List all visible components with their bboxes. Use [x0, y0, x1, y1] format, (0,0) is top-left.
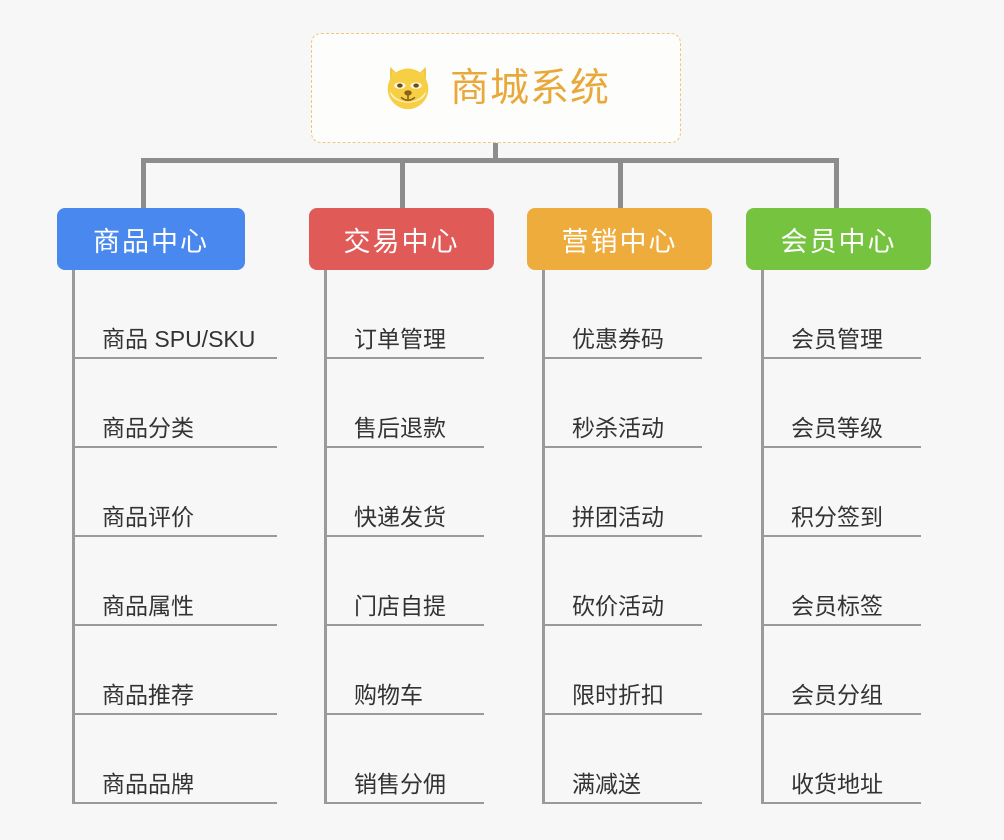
leaf-label: 会员等级	[791, 415, 883, 441]
category-card-3[interactable]: 会员中心	[746, 208, 931, 270]
category-title-1: 交易中心	[343, 226, 460, 257]
leaf-label: 门店自提	[354, 593, 446, 619]
leaf-item[interactable]: 秒杀活动	[542, 359, 702, 448]
leaf-label: 收货地址	[791, 771, 883, 797]
leaf-item[interactable]: 商品品牌	[72, 715, 277, 804]
leaf-item[interactable]: 商品评价	[72, 448, 277, 537]
leaf-item[interactable]: 购物车	[324, 626, 484, 715]
branch-product-center: 商品中心 商品 SPU/SKU 商品分类 商品评价 商品属性 商品推荐 商品品牌	[57, 208, 277, 804]
leaf-label: 拼团活动	[572, 504, 664, 530]
leaf-list-0: 商品 SPU/SKU 商品分类 商品评价 商品属性 商品推荐 商品品牌	[57, 270, 277, 804]
leaf-label: 商品评价	[102, 504, 194, 530]
leaf-item[interactable]: 订单管理	[324, 270, 484, 359]
branch-trade-center: 交易中心 订单管理 售后退款 快递发货 门店自提 购物车 销售分佣	[309, 208, 494, 804]
connector-bar	[141, 158, 839, 163]
branch-trunk-3	[761, 270, 764, 804]
leaf-item[interactable]: 会员分组	[761, 626, 921, 715]
connector-drop-3	[834, 158, 839, 210]
leaf-item[interactable]: 收货地址	[761, 715, 921, 804]
category-card-1[interactable]: 交易中心	[309, 208, 494, 270]
leaf-label: 秒杀活动	[572, 415, 664, 441]
branch-trunk-1	[324, 270, 327, 804]
leaf-label: 会员管理	[791, 326, 883, 352]
connector-drop-0	[141, 158, 146, 210]
shiba-dog-face-icon	[387, 66, 429, 110]
branch-trunk-0	[72, 270, 75, 804]
category-title-3: 会员中心	[780, 226, 897, 257]
leaf-item[interactable]: 商品 SPU/SKU	[72, 270, 277, 359]
leaf-label: 满减送	[572, 771, 641, 797]
leaf-item[interactable]: 优惠券码	[542, 270, 702, 359]
root-node[interactable]: 商城系统	[311, 33, 681, 143]
leaf-label: 商品分类	[102, 415, 194, 441]
leaf-label: 会员标签	[791, 593, 883, 619]
category-title-2: 营销中心	[561, 226, 678, 257]
branch-trunk-2	[542, 270, 545, 804]
leaf-label: 积分签到	[791, 504, 883, 530]
leaf-label: 购物车	[354, 682, 423, 708]
leaf-item[interactable]: 销售分佣	[324, 715, 484, 804]
leaf-label: 快递发货	[354, 504, 446, 530]
leaf-list-2: 优惠券码 秒杀活动 拼团活动 砍价活动 限时折扣 满减送	[527, 270, 712, 804]
connector-drop-1	[400, 158, 405, 210]
leaf-item[interactable]: 积分签到	[761, 448, 921, 537]
leaf-label: 售后退款	[354, 415, 446, 441]
leaf-item[interactable]: 满减送	[542, 715, 702, 804]
leaf-label: 砍价活动	[572, 593, 664, 619]
leaf-item[interactable]: 门店自提	[324, 537, 484, 626]
leaf-label: 商品属性	[102, 593, 194, 619]
leaf-label: 商品 SPU/SKU	[102, 326, 256, 352]
leaf-item[interactable]: 限时折扣	[542, 626, 702, 715]
category-title-0: 商品中心	[93, 226, 209, 257]
leaf-label: 销售分佣	[354, 771, 446, 797]
connector-stem	[493, 143, 498, 162]
leaf-list-3: 会员管理 会员等级 积分签到 会员标签 会员分组 收货地址	[746, 270, 931, 804]
leaf-item[interactable]: 快递发货	[324, 448, 484, 537]
leaf-item[interactable]: 砍价活动	[542, 537, 702, 626]
leaf-item[interactable]: 会员标签	[761, 537, 921, 626]
leaf-item[interactable]: 商品属性	[72, 537, 277, 626]
leaf-item[interactable]: 会员管理	[761, 270, 921, 359]
leaf-label: 限时折扣	[572, 682, 664, 708]
leaf-label: 商品推荐	[102, 682, 194, 708]
leaf-label: 订单管理	[354, 326, 446, 352]
leaf-item[interactable]: 商品推荐	[72, 626, 277, 715]
leaf-item[interactable]: 商品分类	[72, 359, 277, 448]
leaf-item[interactable]: 售后退款	[324, 359, 484, 448]
leaf-item[interactable]: 拼团活动	[542, 448, 702, 537]
leaf-item[interactable]: 会员等级	[761, 359, 921, 448]
category-card-0[interactable]: 商品中心	[57, 208, 245, 270]
root-title: 商城系统	[449, 66, 610, 110]
leaf-list-1: 订单管理 售后退款 快递发货 门店自提 购物车 销售分佣	[309, 270, 494, 804]
branch-member-center: 会员中心 会员管理 会员等级 积分签到 会员标签 会员分组 收货地址	[746, 208, 931, 804]
branch-marketing-center: 营销中心 优惠券码 秒杀活动 拼团活动 砍价活动 限时折扣 满减送	[527, 208, 712, 804]
leaf-label: 商品品牌	[102, 771, 194, 797]
leaf-label: 会员分组	[791, 682, 883, 708]
leaf-label: 优惠券码	[572, 326, 664, 352]
category-card-2[interactable]: 营销中心	[527, 208, 712, 270]
connector-drop-2	[618, 158, 623, 210]
